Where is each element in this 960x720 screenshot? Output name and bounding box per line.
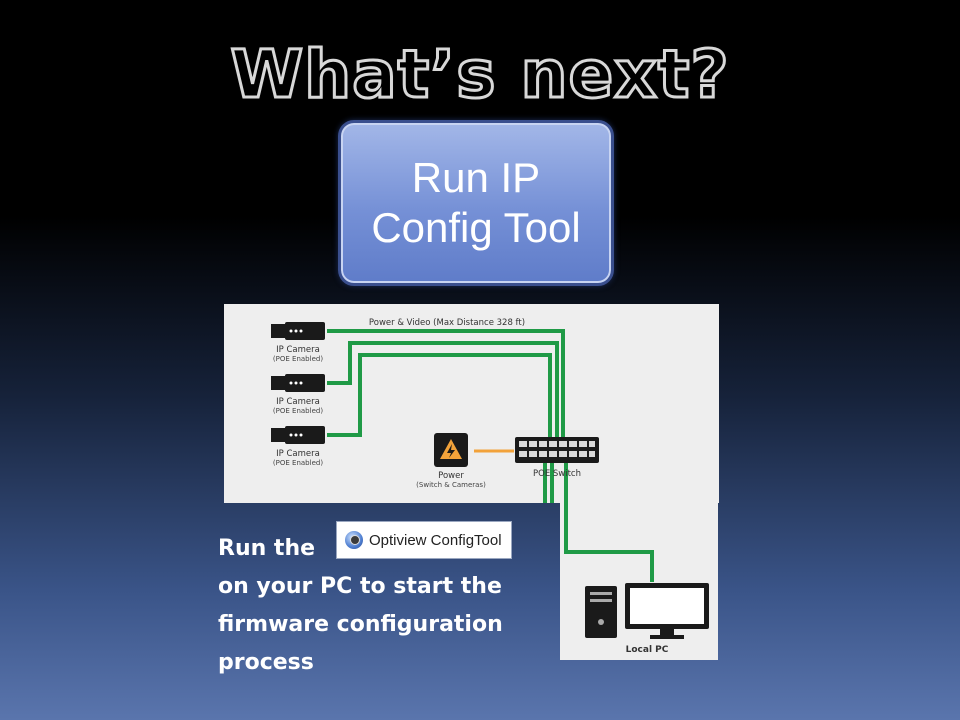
poe-switch: POE Switch: [515, 437, 599, 479]
camera-icon: [285, 374, 325, 392]
ip-camera-1: IP Camera (POE Enabled): [271, 322, 325, 363]
action-box-label: Run IP Config Tool: [371, 154, 581, 251]
camera-note: (POE Enabled): [273, 355, 323, 363]
camera-icon: [285, 426, 325, 444]
camera-lens-icon: [271, 324, 287, 338]
slide-title: What’s next?: [229, 35, 730, 115]
run-ip-config-tool-box: Run IP Config Tool: [338, 120, 614, 286]
camera-lens-icon: [271, 376, 287, 390]
instructions-text: Run the on your PC to start the firmware…: [218, 530, 558, 682]
camera-note: (POE Enabled): [273, 459, 323, 467]
camera-note: (POE Enabled): [273, 407, 323, 415]
camera-name: IP Camera: [276, 449, 320, 459]
cable-camera-3: [327, 353, 552, 438]
ip-camera-3: IP Camera (POE Enabled): [271, 426, 325, 467]
cable-camera-1: [327, 329, 565, 438]
cable-to-pc: [564, 462, 654, 582]
camera-name: IP Camera: [276, 397, 320, 407]
switch-icon: [515, 437, 599, 463]
camera-icon: [285, 322, 325, 340]
cable-label: Power & Video (Max Distance 328 ft): [369, 318, 525, 328]
instructions-line-4: process: [218, 650, 314, 675]
ip-camera-2: IP Camera (POE Enabled): [271, 374, 325, 415]
cable-lines: [327, 329, 654, 582]
power-note: (Switch & Cameras): [416, 481, 486, 489]
instructions-line-1: Run the: [218, 536, 316, 561]
camera-name: IP Camera: [276, 345, 320, 355]
local-pc: Local PC: [585, 583, 709, 655]
configtool-app-icon: [345, 531, 363, 549]
tool-badge-label: Optiview ConfigTool: [369, 531, 502, 549]
instructions-line-3: firmware configuration: [218, 612, 503, 637]
optiview-configtool-badge: Optiview ConfigTool: [336, 521, 512, 559]
pc-name: Local PC: [626, 645, 669, 655]
switch-name: POE Switch: [533, 469, 581, 479]
cable-camera-2: [327, 341, 559, 438]
instructions-line-2: on your PC to start the: [218, 574, 502, 599]
power-name: Power: [438, 471, 464, 481]
camera-lens-icon: [271, 428, 287, 442]
power-supply: Power (Switch & Cameras): [416, 433, 486, 489]
